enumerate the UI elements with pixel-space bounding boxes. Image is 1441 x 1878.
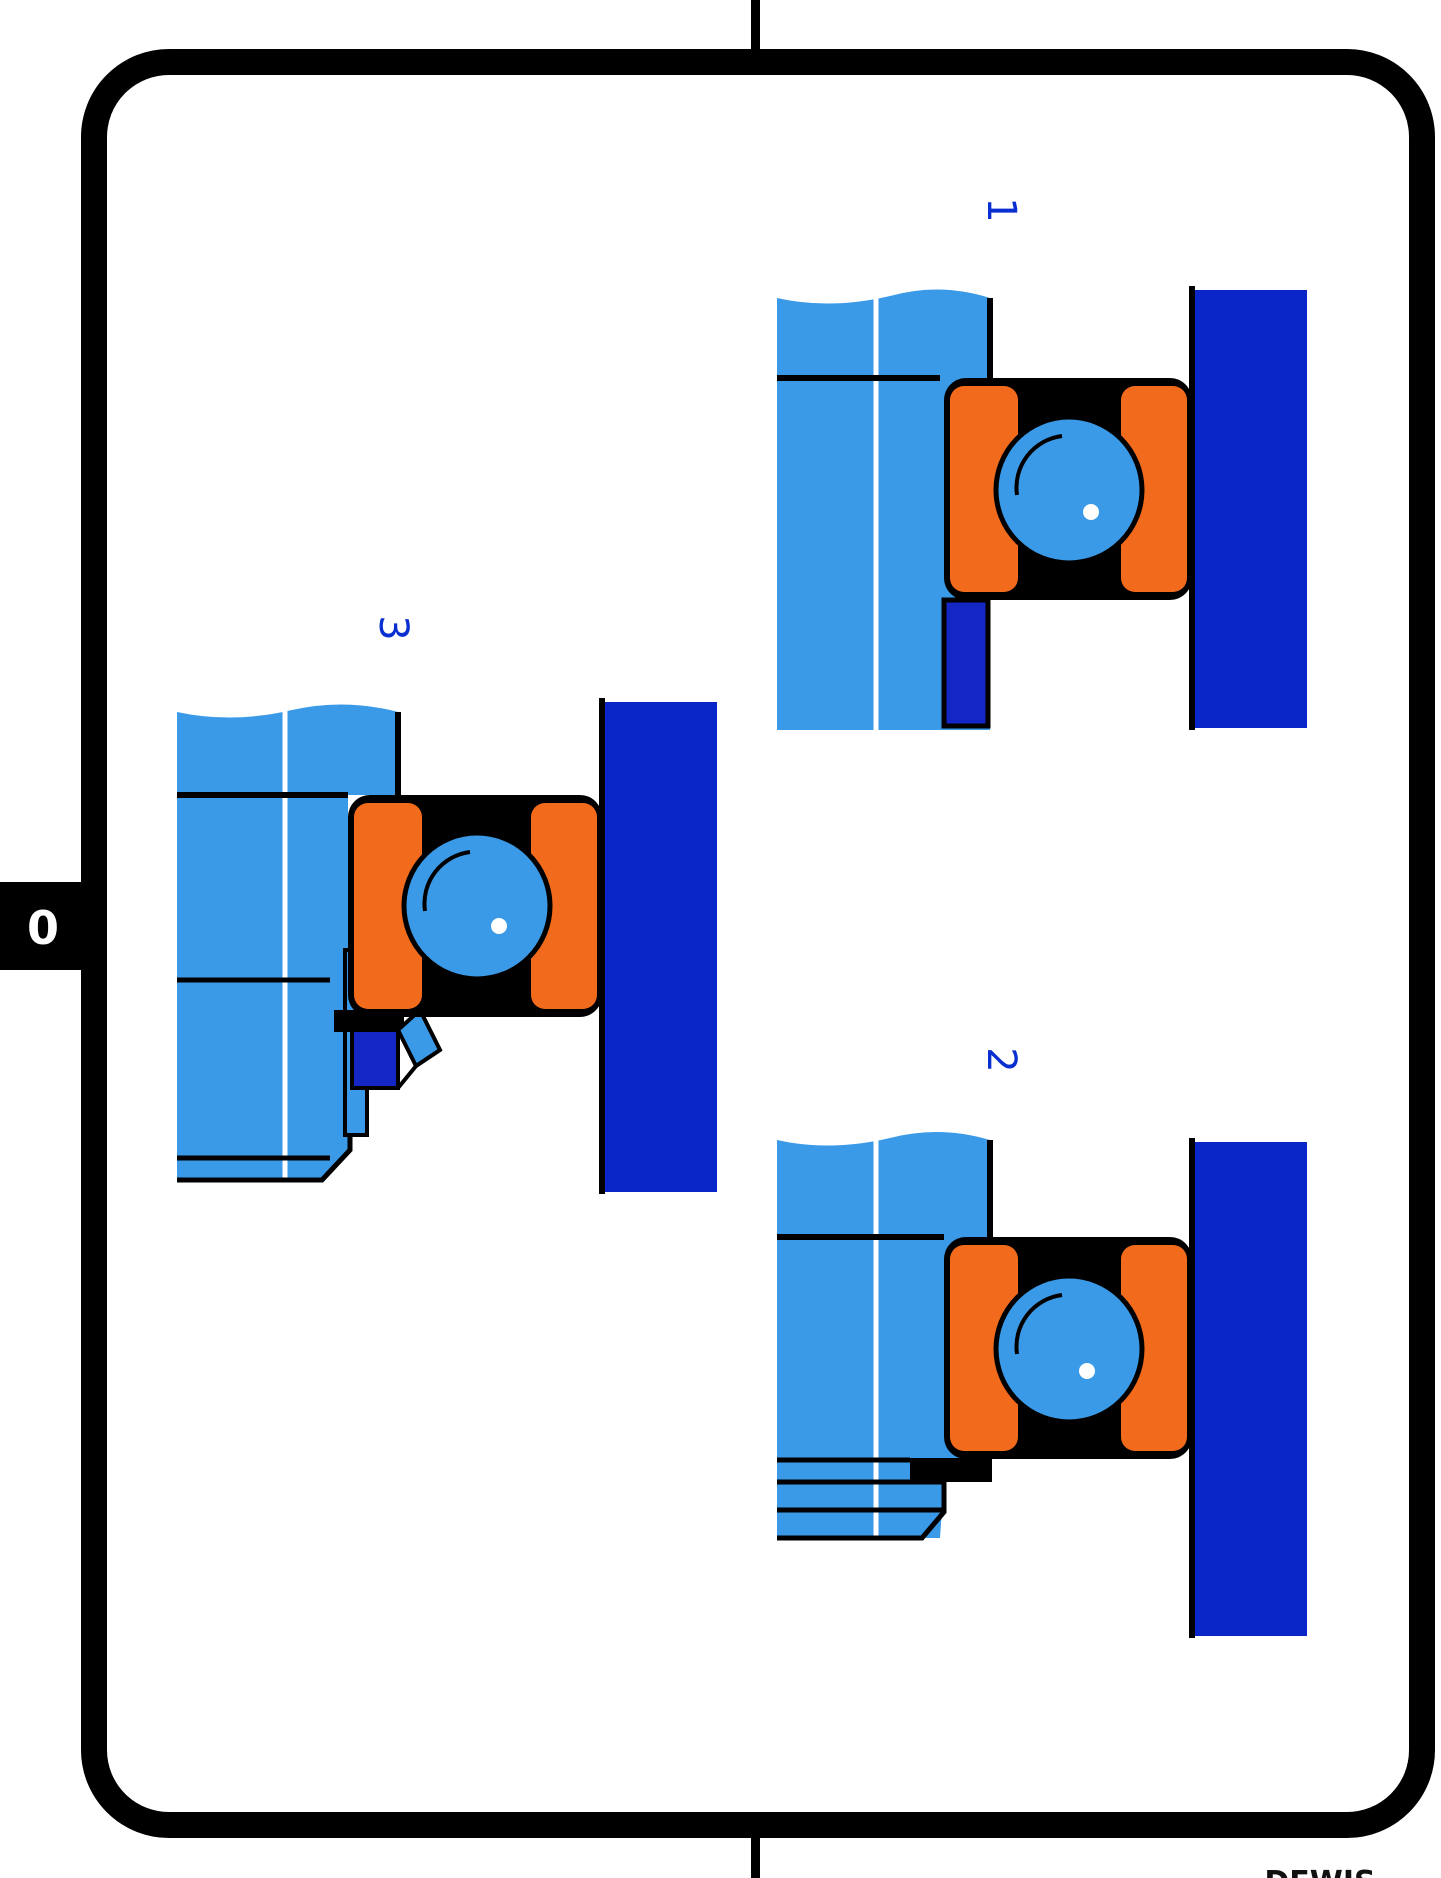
ball-1 <box>993 414 1145 566</box>
figure-2: 2 <box>777 1047 1307 1638</box>
ball-3 <box>401 830 553 982</box>
housing-1 <box>1192 290 1307 728</box>
bearing-2 <box>944 1237 1192 1459</box>
housing-2 <box>1192 1142 1307 1636</box>
bearing-1 <box>944 378 1192 600</box>
footer-mark: DEWIS <box>1264 1865 1375 1878</box>
page-tab: 0 <box>0 882 92 970</box>
ball-2 <box>993 1273 1145 1425</box>
shaft-1 <box>777 289 990 730</box>
shaft-2 <box>777 1131 990 1538</box>
page-tab-label: 0 <box>27 901 59 955</box>
bearing-3 <box>348 795 602 1017</box>
figure-1: 1 <box>777 197 1307 730</box>
figure-1-label: 1 <box>978 197 1024 222</box>
bottom-tick <box>751 1826 760 1878</box>
spacer-ring-1 <box>941 597 991 729</box>
figure-3: 3 <box>177 615 717 1194</box>
top-tick <box>751 0 760 52</box>
housing-3 <box>602 702 717 1192</box>
shaft-step-2 <box>777 1457 992 1541</box>
figure-3-label: 3 <box>370 615 416 640</box>
figure-2-label: 2 <box>978 1047 1024 1072</box>
